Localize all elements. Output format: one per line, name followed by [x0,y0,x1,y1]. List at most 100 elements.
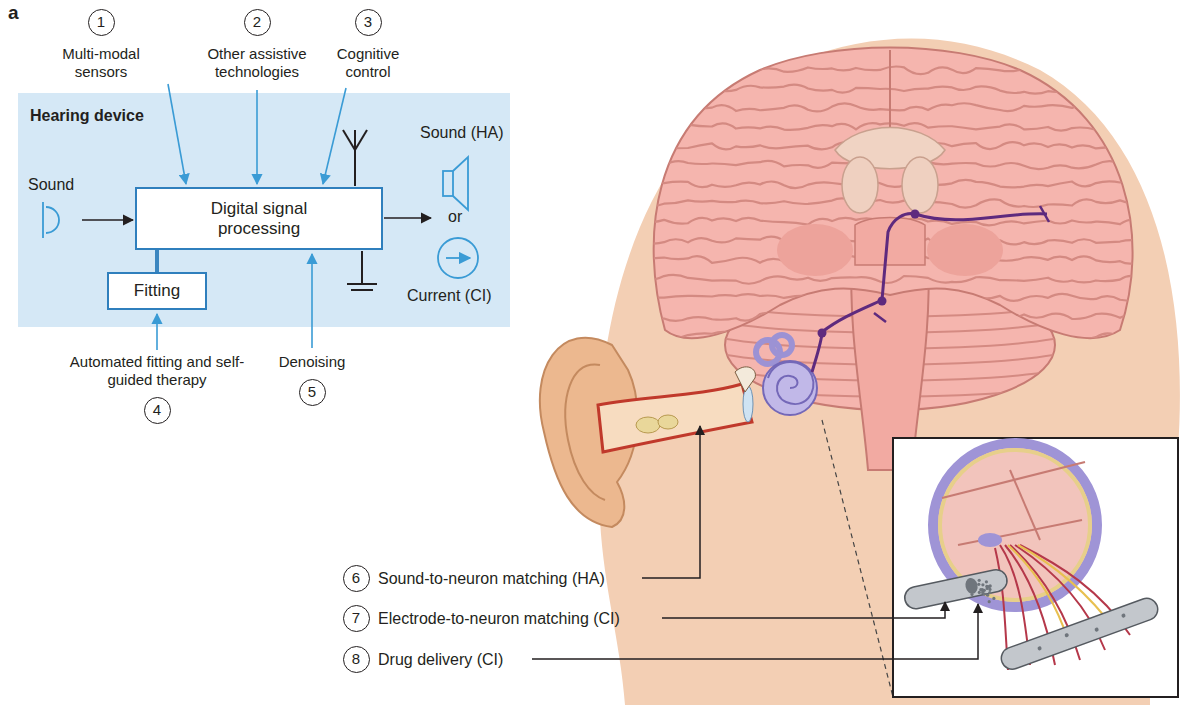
head-outline [598,39,1180,705]
cochlea [768,362,813,404]
drug-particle [985,580,988,583]
callout-text: Automated fitting and self-guided therap… [67,353,247,389]
cerebellum-folium [720,306,1060,317]
cerebrum [927,224,1003,276]
callout-number: 6 [343,565,370,592]
zoom-line [822,420,893,697]
cochlea-inset [970,579,995,604]
cochlea-inset [1008,545,1068,640]
panel-letter: a [8,2,19,24]
drug-particle [978,591,981,594]
auditory-pathway [874,313,886,322]
cerebrum [842,157,878,213]
cerebrum [902,157,938,213]
callout-number: 3 [355,9,382,36]
cerebellum-folium [720,354,1060,365]
drug-particle [986,594,989,597]
cerebellum-folium [720,338,1060,349]
cochlea-inset [1037,646,1042,651]
cerebellum-folium [720,322,1060,333]
brain-gyrus [640,66,1168,74]
drug-particle [988,600,991,603]
brain-gyrus [640,142,1168,149]
cochlea [772,335,792,355]
drug-particle [988,591,991,594]
brain-gyrus [640,313,1168,322]
callout-number: 2 [244,9,271,36]
callout-number: 7 [343,605,370,632]
cochlea-inset [1015,545,1105,650]
cochlea-inset [964,577,979,595]
callout-text: Denoising [262,353,362,371]
drug-particle [986,585,989,588]
ear-canal [743,386,753,422]
callout-leaders [662,602,945,618]
drug-particle [986,587,989,590]
callout-text: Current (CI) [407,286,491,305]
box-text: Fitting [134,281,180,301]
callout-number: 1 [88,9,115,36]
callout-text: or [448,207,462,226]
cochlea-inset [995,545,1130,670]
cochlea-inset [1010,470,1040,540]
drug-particle [988,585,991,588]
cochlea-inset [998,595,1161,672]
callout-number: 5 [299,379,326,406]
cochlea-inset [998,595,1161,672]
cochlea-inset [1010,545,1080,660]
cerebellum-folium [720,386,1060,397]
brain-gyrus [640,294,1168,302]
cerebellum [720,306,1060,397]
brain-gyrus [640,180,1168,188]
cerebrum [855,218,925,266]
callout-text: Multi-modal sensors [41,45,161,81]
cochlea-inset [978,533,1002,547]
cerebellum [725,280,1055,410]
cochlea [756,335,817,415]
cerebrum [889,50,891,140]
drug-particle [970,593,973,596]
cerebellum-folium [720,370,1060,381]
cochlea-inset [1005,545,1055,665]
cochlea-inset [942,462,1085,498]
brain-gyrus [640,198,1168,207]
brain-gyrus [640,161,1168,169]
callout-text: Drug delivery (CI) [378,650,503,669]
brain-gyrus [640,275,1168,284]
cochlea-inset [1020,545,1130,635]
drug-particle [985,585,988,588]
process-box: Digital signal processing [135,187,383,250]
fitting-box: Fitting [107,272,207,310]
drug-particle [983,593,986,596]
drug-particle [981,588,984,591]
cerebellum [720,280,1060,410]
cochlea-inset [903,568,1009,611]
callout-number: 4 [144,397,171,424]
callout-number: 8 [343,646,370,673]
drug-particle [978,579,981,582]
callout-text: Electrode-to-neuron matching (CI) [378,609,620,628]
callout-leaders [642,426,700,578]
pathway-nodes [818,329,827,338]
drug-particle [981,589,984,592]
pathway-nodes [818,210,920,338]
callout-text: Other assistive technologies [187,45,327,81]
ear-canal [598,367,755,452]
outer-ear [565,365,605,500]
outer-ear [540,338,638,527]
cochlea-inset [933,443,1097,607]
brain-gyrus [640,218,1168,226]
drug-particle [988,588,991,591]
cerebrum [640,66,1168,339]
brain-gyrus [640,85,1168,94]
cochlea-inset [1018,545,1115,630]
cerebrum [777,224,853,276]
auditory-pathway [812,206,1049,372]
outer-ear [540,338,638,527]
cochlea-inset [940,450,1090,600]
brain-gyrus [640,103,1168,111]
cochlea-inset [1064,633,1069,638]
drug-particle [981,591,984,594]
